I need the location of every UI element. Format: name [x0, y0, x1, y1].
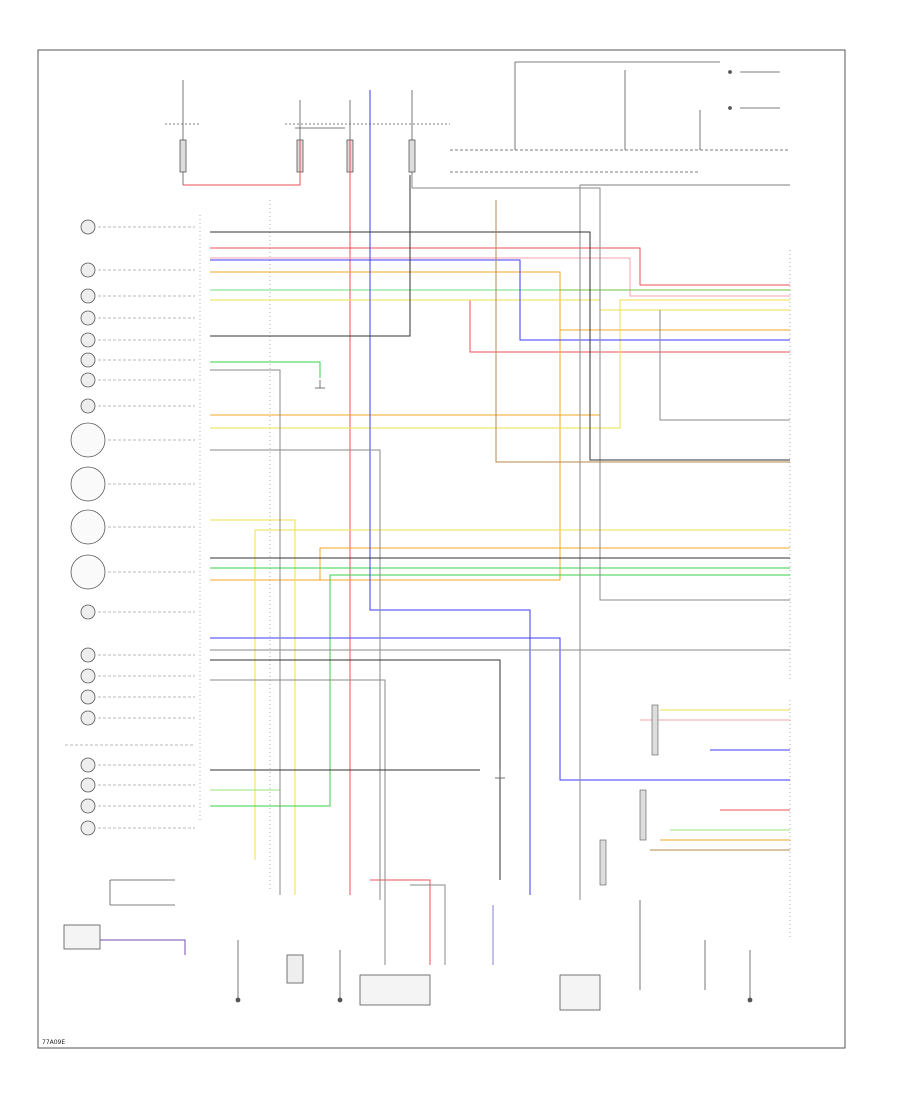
bulb-icon — [80, 820, 96, 836]
wire-pink — [210, 257, 790, 721]
bulb-icon — [80, 689, 96, 705]
wire-gray — [210, 175, 790, 965]
bulb-icon — [80, 288, 96, 304]
relay-block-top-right — [450, 61, 790, 186]
bulb-icon — [80, 332, 96, 348]
gauge-icon — [70, 509, 106, 545]
connector-mid-right — [599, 704, 659, 886]
indicator-bulbs — [70, 219, 106, 836]
bulb-icon — [80, 647, 96, 663]
wire-brown — [495, 200, 790, 851]
bulb-icon — [80, 668, 96, 684]
meter-connector — [199, 200, 271, 890]
wire-dark — [210, 175, 790, 880]
wire-green — [210, 289, 790, 807]
bulb-icon — [80, 710, 96, 726]
ground-icon — [315, 380, 505, 779]
bulb-icon — [80, 262, 96, 278]
bulb-icon — [80, 219, 96, 235]
bulb-icon — [80, 372, 96, 388]
bulb-icon — [80, 310, 96, 326]
figure-code: 77A09E — [42, 1039, 65, 1046]
bulb-icon — [80, 604, 96, 620]
wire-red — [183, 140, 790, 965]
wire-violet — [100, 939, 186, 955]
diagram-frame — [37, 49, 846, 1049]
bulb-icon — [80, 352, 96, 368]
gauge-icon — [70, 422, 106, 458]
bulb-icon — [80, 777, 96, 793]
wire-blue — [210, 90, 790, 965]
bulb-icon — [80, 798, 96, 814]
bulb-icon — [80, 757, 96, 773]
wire-light-green — [210, 789, 790, 831]
gauge-icon — [70, 466, 106, 502]
bottom-components — [63, 879, 753, 1011]
gauge-icon — [70, 554, 106, 590]
bulb-icon — [80, 398, 96, 414]
indicator-leads — [65, 226, 195, 829]
top-fuse-section — [165, 80, 450, 195]
